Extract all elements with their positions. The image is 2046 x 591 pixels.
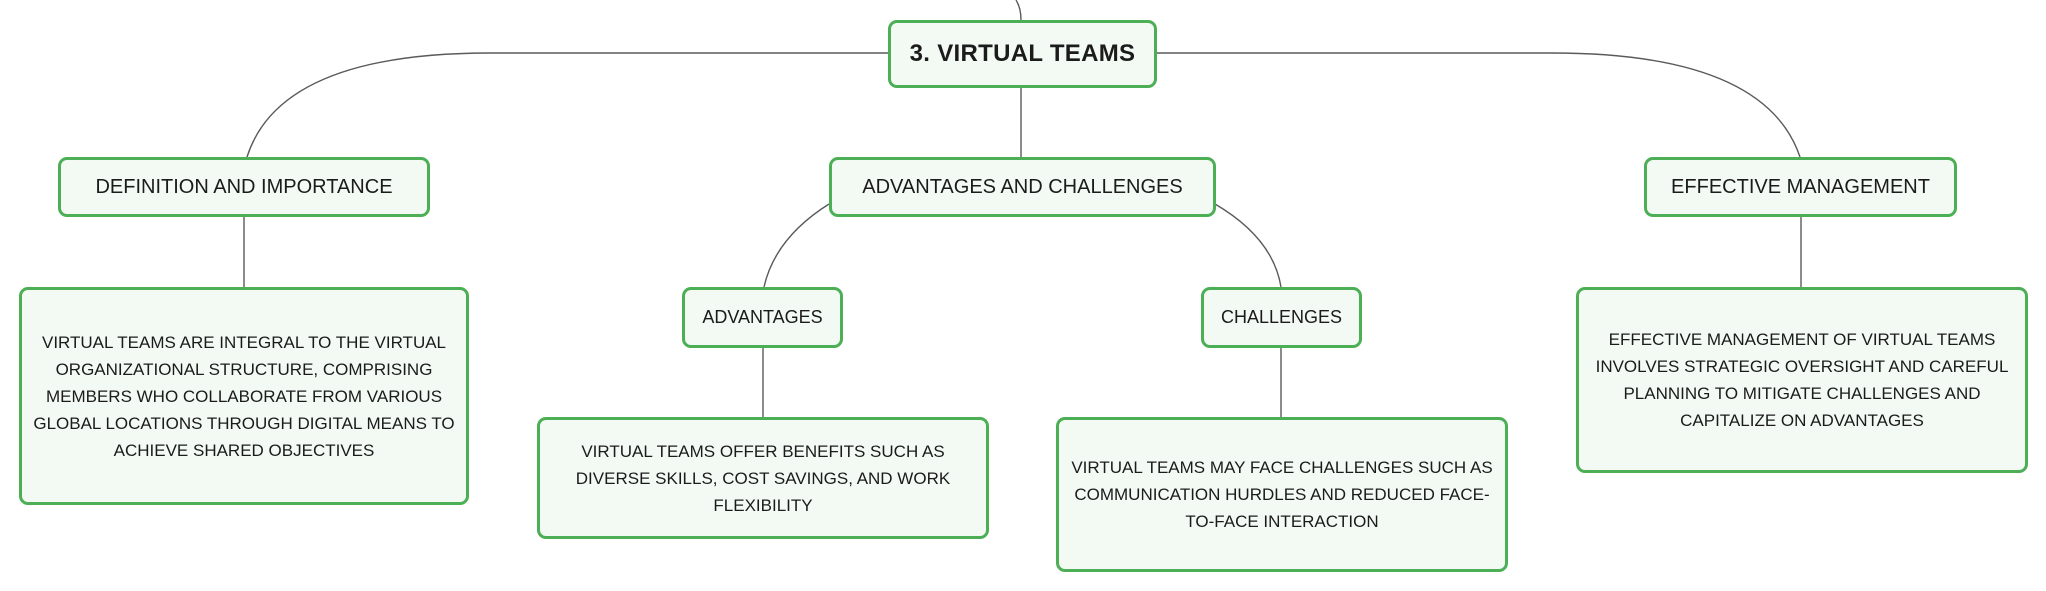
challenges-node-label: CHALLENGES [1220, 307, 1343, 327]
advantages-node[interactable]: ADVANTAGES [682, 287, 843, 348]
advantages-challenges-node[interactable]: ADVANTAGES AND CHALLENGES [829, 157, 1216, 217]
advantages-challenges-node-label: ADVANTAGES AND CHALLENGES [862, 175, 1183, 198]
challenges-node[interactable]: CHALLENGES [1201, 287, 1362, 348]
definition-detail-node[interactable]: VIRTUAL TEAMS ARE INTEGRAL TO THE VIRTUA… [19, 287, 469, 505]
connector-root-to-management [1157, 52, 1801, 158]
definition-node-label: DEFINITION AND IMPORTANCE [95, 175, 393, 198]
definition-node[interactable]: DEFINITION AND IMPORTANCE [58, 157, 430, 217]
advantages-node-label: ADVANTAGES [702, 307, 823, 327]
root-node-label: 3. VIRTUAL TEAMS [909, 40, 1136, 67]
advantages-detail-text: VIRTUAL TEAMS OFFER BENEFITS SUCH AS DIV… [575, 441, 951, 515]
connector-parent-to-root [1015, 0, 1022, 21]
management-detail-text: EFFECTIVE MANAGEMENT OF VIRTUAL TEAMS IN… [1595, 330, 2009, 430]
management-node[interactable]: EFFECTIVE MANAGEMENT [1644, 157, 1957, 217]
advantages-detail-node[interactable]: VIRTUAL TEAMS OFFER BENEFITS SUCH AS DIV… [537, 417, 989, 539]
challenges-detail-node[interactable]: VIRTUAL TEAMS MAY FACE CHALLENGES SUCH A… [1056, 417, 1508, 572]
definition-detail-text: VIRTUAL TEAMS ARE INTEGRAL TO THE VIRTUA… [33, 332, 455, 460]
challenges-detail-text: VIRTUAL TEAMS MAY FACE CHALLENGES SUCH A… [1071, 458, 1493, 531]
management-node-label: EFFECTIVE MANAGEMENT [1671, 175, 1930, 198]
connector-ac-to-advantages [763, 203, 830, 288]
connector-ac-to-challenges [1214, 203, 1282, 288]
root-node[interactable]: 3. VIRTUAL TEAMS [888, 20, 1157, 88]
management-detail-node[interactable]: EFFECTIVE MANAGEMENT OF VIRTUAL TEAMS IN… [1576, 287, 2028, 473]
connector-root-to-definition [246, 52, 888, 158]
